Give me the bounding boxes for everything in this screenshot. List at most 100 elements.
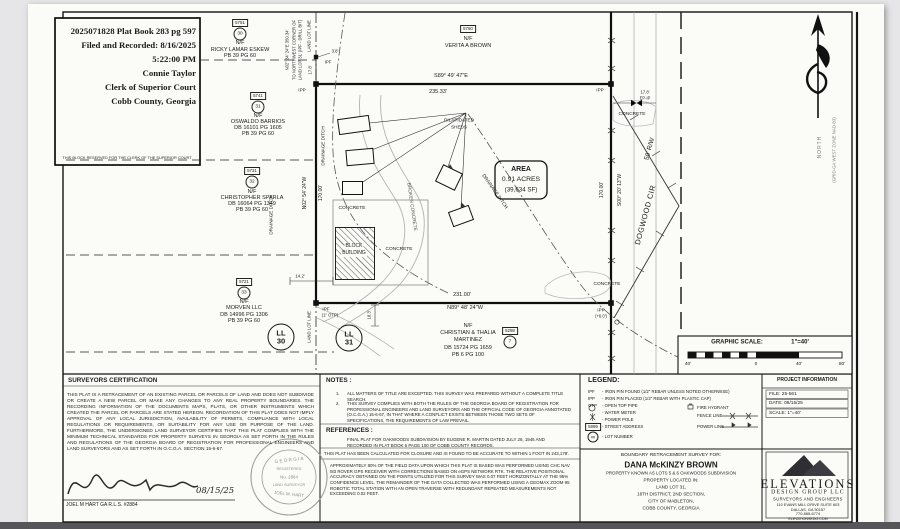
seal-registered: REGISTERED [276, 467, 302, 471]
lot-number-badge: 31 [251, 100, 265, 114]
sheds-label: DILAPIDATED [444, 117, 474, 123]
nf-label: N/F [253, 112, 263, 119]
south-bearing: N89° 48' 24"W [447, 304, 483, 311]
legend-ipf-abbr: IPF [588, 389, 595, 394]
firm-tagline: SURVEYORS AND ENGINEERS [773, 496, 843, 502]
land-lot-30-badge: LL 30 [267, 323, 295, 351]
ll-label: LL [276, 328, 286, 338]
firm-address2: DALLAS, GA 30157 [790, 506, 826, 512]
west-bearing: N02° 54' 24"W [302, 176, 309, 210]
note-number: 2. [336, 401, 340, 406]
area-callout-box [494, 160, 548, 200]
concrete-label: CONCRETE [618, 112, 646, 118]
concrete-slab [332, 199, 429, 286]
titleblock-line: 18TH DISTRICT, 2ND SECTION, [637, 491, 705, 497]
surveyor-seal [250, 438, 328, 516]
legend-ipf-text: - IRON PIN FOUND (1/2" REBAR UNLESS NOTE… [602, 389, 730, 394]
project-scale: SCALE: 1"=40' [769, 410, 801, 416]
legend-title: LEGEND: [588, 377, 620, 384]
note-number: 1. [336, 391, 340, 396]
address-tag: 5760 [460, 25, 476, 33]
titleblock-line: PROPERTY KNOWN AS LOTS 5 & 6 OAKWOODS SU… [605, 470, 737, 476]
dim-ep: 17.8' [640, 89, 650, 95]
east-bearing: S00° 20' 13"W [617, 173, 624, 207]
stamp-reserved-note: THIS BLOCK RESERVED FOR THE CLERK OF THE… [62, 154, 192, 160]
owner-name: MARTINEZ [453, 336, 483, 343]
legend-power-pole-icon [589, 413, 596, 421]
scale-bar [687, 351, 843, 359]
pin-label-ipp: IPP [596, 87, 604, 93]
nf-label: N/F [235, 39, 245, 46]
address-tag: 5741 [250, 92, 266, 100]
scale-tick-label: 80' [838, 362, 846, 368]
certification-title: SURVEYORS CERTIFICATION [68, 377, 158, 384]
drainage-ditch-label: DRAINAGE DITCH [320, 126, 326, 166]
graphic-scale-ratio: 1"=40' [791, 339, 809, 346]
stamp-book-page: 2025071828 Plat Book 283 pg 597 [70, 26, 196, 36]
ll-label: LL [344, 329, 354, 339]
power-pole-ticks [615, 114, 677, 307]
area-acres: 0.91 ACRES [501, 176, 541, 184]
deed-ref: DB 15724 PG 1659 [444, 344, 492, 351]
lot-number-badge: 33 [237, 286, 251, 300]
legend-water-meter-icon [588, 404, 596, 412]
firm-name: ELEVATIONS [760, 476, 856, 491]
ll-number: 31 [344, 337, 354, 346]
certification-body: THIS PLAT IS A RETRACEMENT OF AN EXISTIN… [67, 392, 314, 452]
stamp-county: Cobb County, Georgia [111, 96, 196, 106]
stamp-clerk-name: Connie Taylor [142, 68, 196, 78]
stamp-filed: Filed and Recorded: 8/16/2025 [81, 40, 196, 50]
titleblock-line: LAND LOT 31, [655, 484, 687, 490]
references-title: REFERENCES : [326, 427, 373, 434]
scale-tick-label: 40' [795, 362, 803, 368]
dim-17-8: 17.8' [307, 65, 313, 75]
drainage-ditch-main [467, 113, 725, 375]
firm-website: ELEVATIONSEDG.COM [788, 516, 828, 521]
address-tag: 5721 [236, 278, 252, 286]
owner-name: OSWALDO BARRIOS [230, 118, 286, 125]
note-2: THIS SURVEY COMPLIES WITH BOTH THE RULES… [347, 401, 572, 423]
nf-label: N/F [239, 298, 249, 305]
legend-otp-text: - OPEN TOP PIPE [602, 403, 638, 408]
shed [345, 147, 375, 167]
legend-otp-abbr: OTP [588, 403, 597, 408]
legend-fence-text: FENCE LINE [697, 413, 723, 418]
pin-label-ipf: IPF [322, 306, 330, 312]
nf-label: N/F [247, 188, 257, 195]
clerk-stamp: 2025071828 Plat Book 283 pg 597 Filed an… [58, 24, 196, 108]
firm-logo-icon [782, 455, 836, 476]
titleblock-line: BOUNDARY RETRACEMENT SURVEY FOR: [620, 453, 722, 459]
project-file: FILE: 25-561 [769, 391, 797, 397]
legend-fire-hydrant-icon [687, 403, 694, 410]
pin-label-ipf: IPF [324, 59, 332, 65]
legend-power-line-icon [722, 422, 758, 428]
owner-name: CHRISTIAN & THALIA [440, 329, 496, 336]
scan-edge [0, 522, 900, 529]
deed-ref: PB 39 PG 60 [241, 130, 275, 137]
block-building-label: BUILDING [341, 250, 367, 257]
titleblock-line: PROPERTY LOCATED IN: [643, 477, 699, 483]
stamp-time: 5:22:00 PM [152, 54, 196, 64]
sheds-label: SHEDS [451, 124, 467, 130]
surveyor-name-line: JOEL M HART GA R.L.S. #2884 [66, 502, 138, 508]
dim-3-8: 3.8' [331, 48, 339, 54]
pin-offset-note: (+6.0') [595, 313, 607, 319]
project-date: DATE: 08/15/25 [769, 401, 803, 406]
titleblock-line: COBB COUNTY, GEORGIA [642, 505, 700, 511]
firm-phone: 770-865-6774 [795, 510, 821, 516]
firm-subname: DESIGN GROUP LLC [771, 489, 845, 496]
gps-note: APPROXIMATELY 80% OF THE FIELD DATA UPON… [330, 463, 570, 497]
legend-address-symbol: 5999 [585, 423, 601, 431]
graphic-scale-title: GRAPHIC SCALE: [711, 339, 763, 346]
scale-tick-label: 0 [754, 362, 758, 368]
north-distance: 235.33' [429, 88, 447, 95]
titleblock-client-name: DANA McKINZY BROWN [624, 460, 718, 470]
legend-wm-text: - WATER METER [602, 410, 636, 415]
drainage-ditch-label: DRAINAGE DITCH [268, 195, 274, 235]
dim-18-3: 18.3' [366, 310, 372, 320]
lot-number-badge: 30 [233, 27, 247, 41]
deed-ref: PB 39 PG 60 [227, 317, 261, 324]
tie-note-line2: TO NORTHWEST CORNER OF [291, 19, 297, 81]
address-tag: 5298 [502, 327, 518, 335]
sheet-border [62, 11, 853, 523]
